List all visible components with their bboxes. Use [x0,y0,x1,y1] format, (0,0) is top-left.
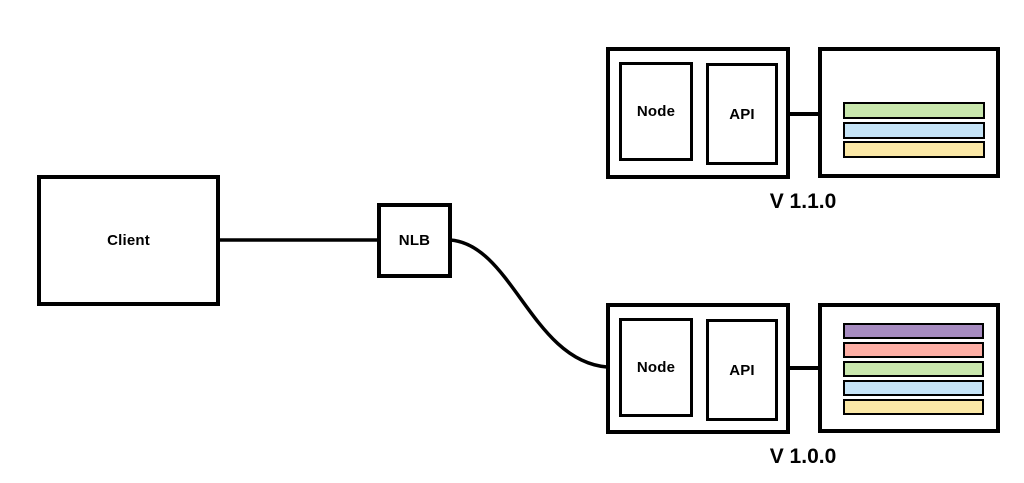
v100-stripes [843,323,984,415]
v110-node-label: Node [636,103,676,120]
v100-api-label: API [729,361,755,379]
v100-node-box: Node [619,318,693,417]
nlb-to-v100-curve [449,238,608,369]
v100-node-label: Node [636,359,676,376]
v100-node-group-box: Node API [606,303,790,434]
v100-versions-box [818,303,1000,433]
nlb-box: NLB [377,203,452,278]
v100-version-label: V 1.0.0 [769,445,837,468]
v110-version-label: V 1.1.0 [769,190,837,213]
version-stripe [843,380,984,396]
nlb-label: NLB [398,232,431,249]
v110-stripes [843,102,985,158]
version-stripe [843,102,985,119]
version-stripe [843,121,985,139]
v110-node-box: Node [619,62,693,161]
v110-node-group-box: Node API [606,47,790,179]
v110-versions-box [818,47,1000,178]
version-stripe [843,361,984,377]
client-label: Client [107,232,150,249]
v100-api-box: API [706,319,778,421]
version-stripe [843,399,984,415]
v110-api-label: API [729,105,755,123]
version-stripe [843,342,984,358]
version-stripe [843,141,985,158]
v110-api-box: API [706,63,778,165]
client-box: Client [37,175,220,306]
version-stripe [843,323,984,339]
